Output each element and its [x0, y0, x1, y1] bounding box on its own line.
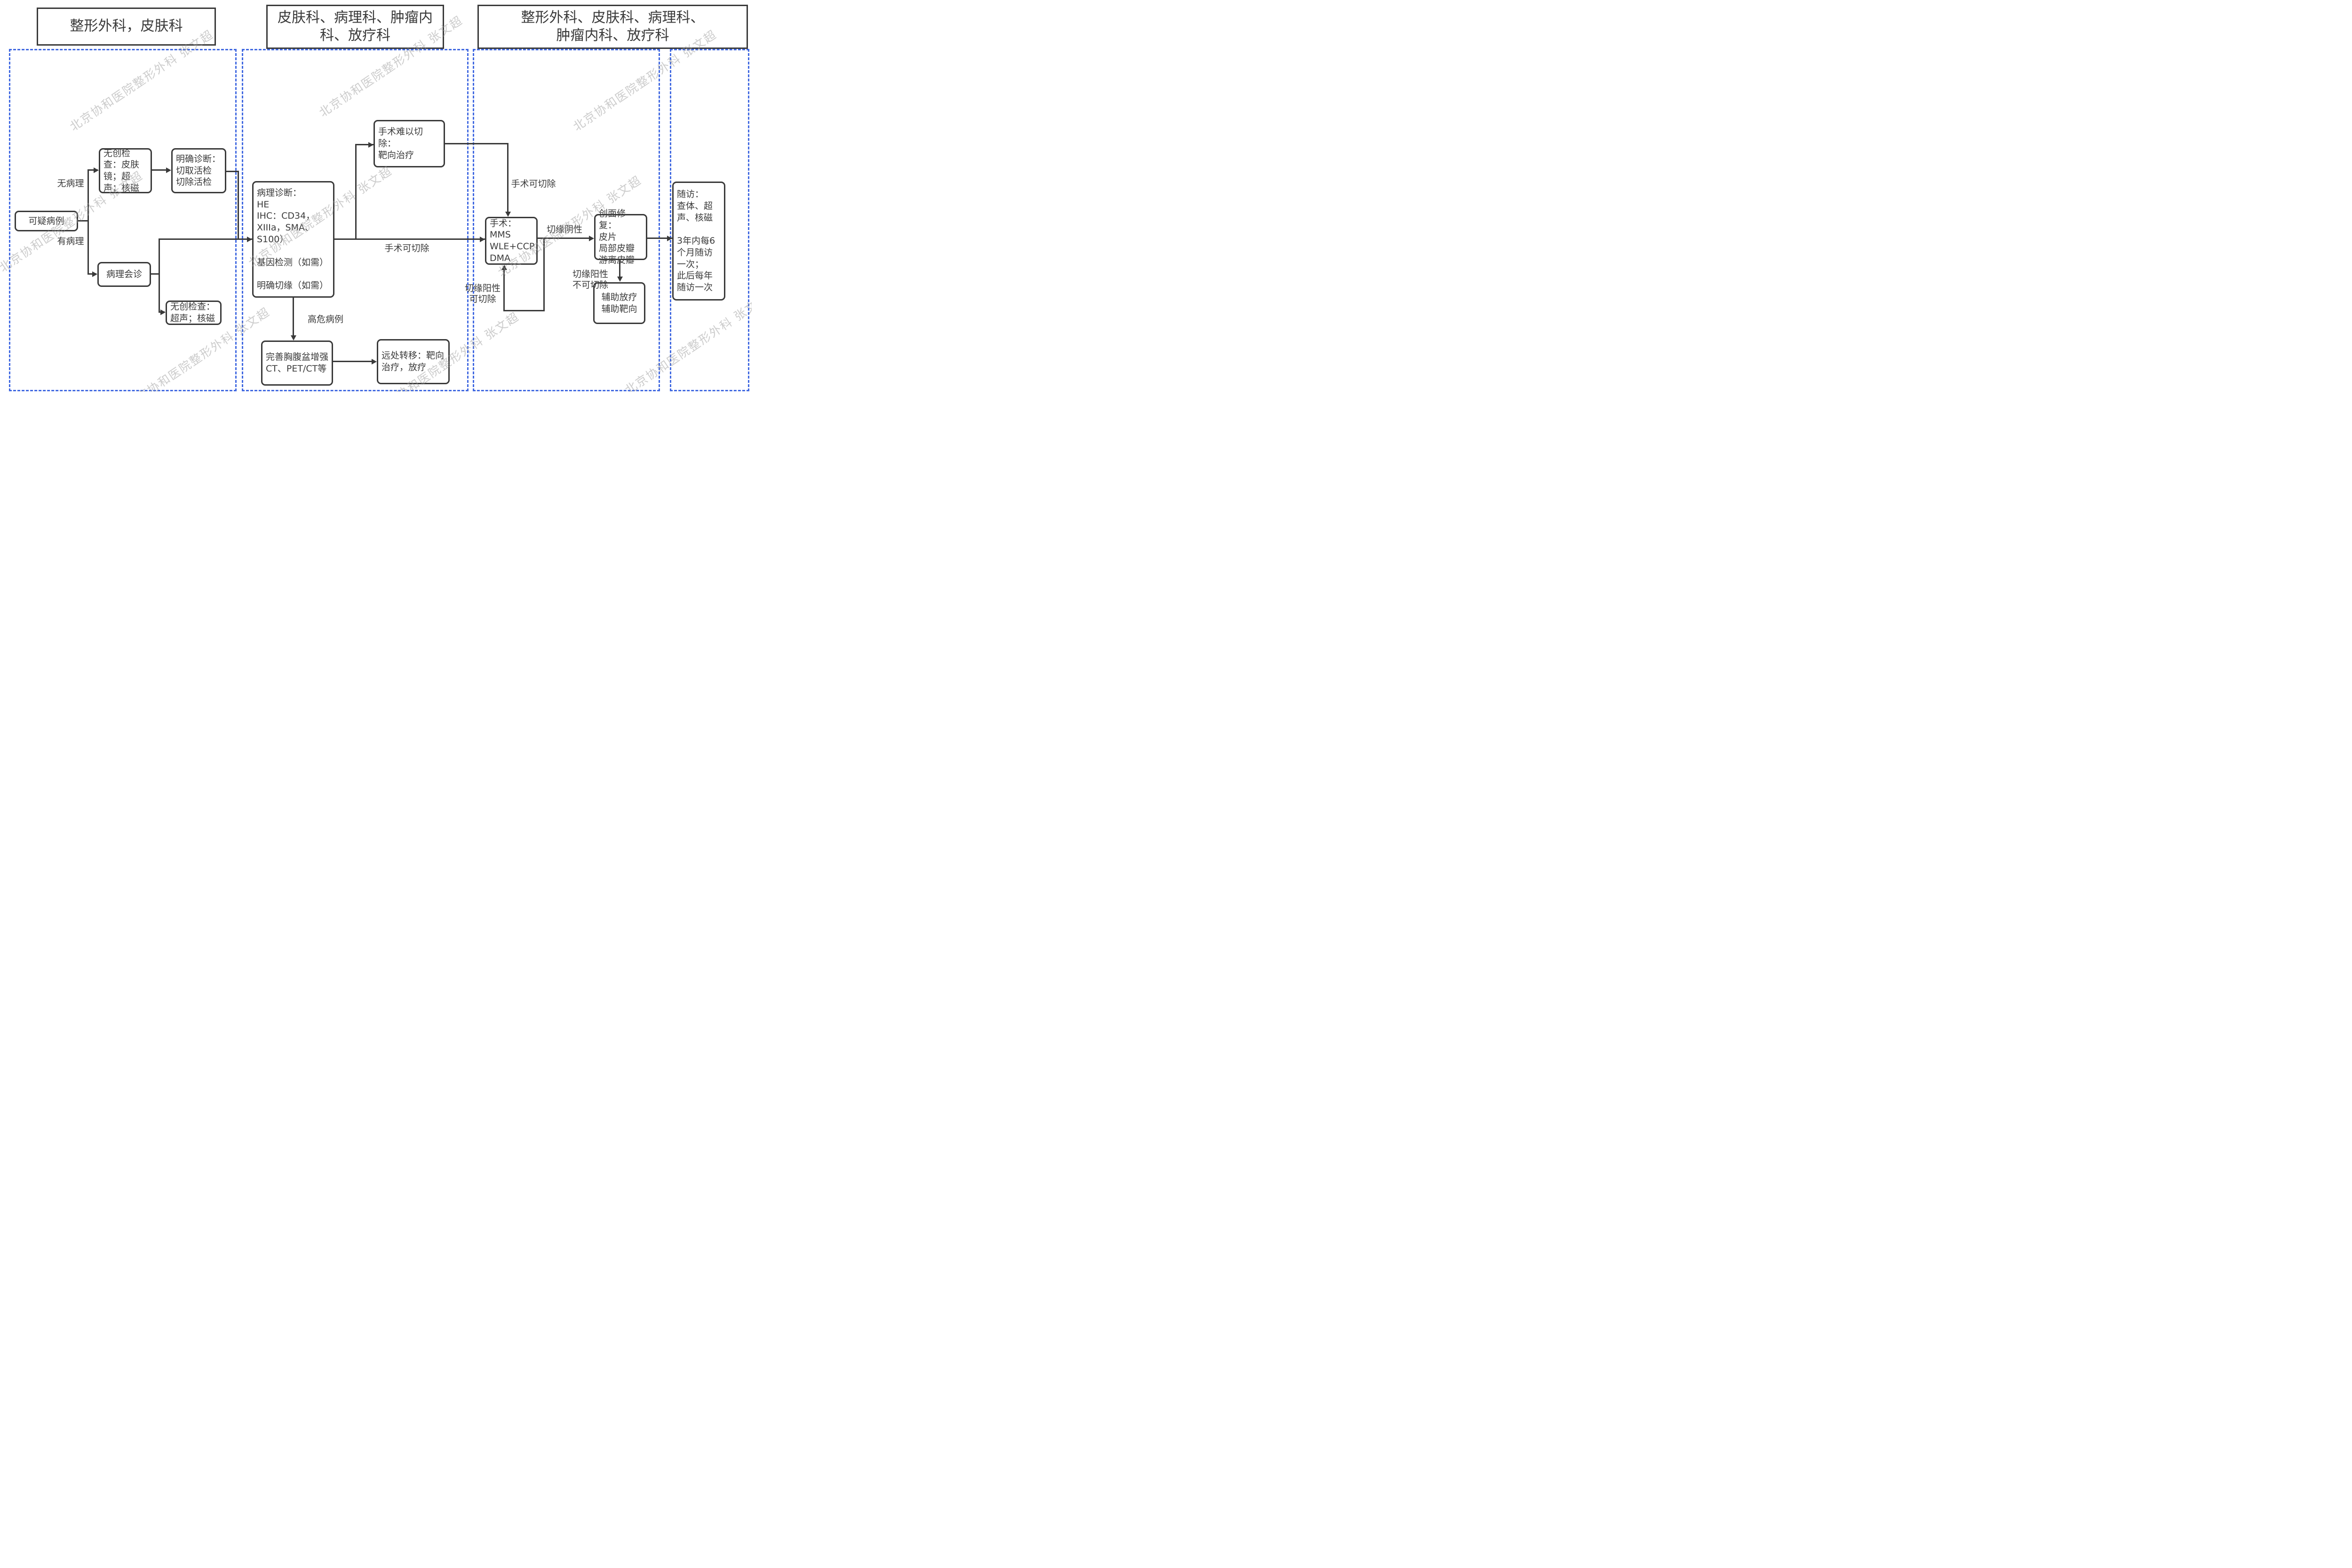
edge-pathconsult-riser-v [159, 238, 160, 313]
edge-branch-vertical-line [87, 170, 89, 275]
edge-repair-followup-line [647, 238, 672, 239]
lane-1-container [9, 49, 237, 391]
edge-pathconsult-out-h [151, 273, 160, 275]
node-pathology-diagnosis: 病理诊断： HE IHC：CD34， XIIIa，SMA、 S100） 基因检测… [252, 181, 334, 298]
edge-label-resectable-horizontal: 手术可切除 [384, 243, 429, 253]
node-noninvasive-exam-2: 无创检查：超声；核磁 [166, 301, 222, 325]
arrowhead-to-mets [372, 359, 377, 364]
edge-label-high-risk: 高危病例 [307, 314, 343, 325]
edge-diagnose-elbow-h [226, 171, 239, 172]
node-wound-repair: 创面修复： 皮片 局部皮瓣 游离皮瓣 [594, 208, 647, 265]
lane-2-title: 皮肤科、病理科、肿瘤内 科、放疗科 [266, 5, 444, 49]
edge-unresectable-down-v [507, 143, 509, 213]
edge-label-margin-negative: 切缘阴性 [546, 224, 582, 235]
arrowhead-to-pathdx [247, 237, 252, 242]
lane-3-container [473, 49, 660, 391]
arrowhead-to-noninvasive2 [160, 309, 166, 315]
edge-suspected-branch-line [78, 220, 87, 222]
flowchart-page: 整形外科，皮肤科 皮肤科、病理科、肿瘤内 科、放疗科 整形外科、皮肤科、病理科、… [0, 0, 752, 392]
arrowhead-to-surgery-left [480, 237, 485, 242]
edge-riser-to-unresectable-v [355, 144, 357, 239]
arrowhead-to-noninvasive1 [94, 167, 99, 173]
edge-ct-mets-line [333, 361, 373, 362]
arrowhead-to-ct [291, 335, 296, 341]
node-followup: 随访： 查体、超声、核磁 3年内每6个月随访一次； 此后每年随访一次 [672, 182, 725, 301]
arrowhead-to-surgery-bottom [501, 265, 507, 270]
edge-label-has-pathology: 有病理 [57, 236, 84, 246]
edge-to-noninvasive1-line [87, 169, 98, 171]
edge-surgery-repair-line [538, 238, 590, 239]
arrowhead-to-diagnose [166, 167, 171, 173]
arrowhead-to-pathconsult [92, 271, 97, 277]
arrowhead-to-repair [589, 236, 594, 241]
edge-riser-to-unresectable-h [355, 144, 373, 145]
edge-feedback-up-v [503, 270, 505, 311]
arrowhead-to-followup [667, 236, 672, 241]
edge-label-margin-positive-unresectable: 切缘阳性 不可切除 [572, 269, 608, 291]
edge-diagnose-elbow-v [238, 171, 239, 240]
lane-2-container [242, 49, 469, 391]
edge-unresectable-out-h [445, 143, 509, 144]
edge-label-no-pathology: 无病理 [57, 178, 84, 189]
edge-repair-adjuvant-v [619, 260, 620, 278]
arrowhead-to-unresectable [368, 142, 373, 148]
edge-merge-to-pathdx-line [159, 238, 252, 240]
node-suspected-case: 可疑病例 [15, 211, 78, 231]
node-confirm-diagnosis: 明确诊断： 切取活检 切除活检 [171, 148, 226, 193]
arrowhead-to-adjuvant [617, 277, 623, 282]
node-adjuvant-therapy: 辅助放疗 辅助靶向 [593, 282, 645, 324]
arrowhead-to-surgery-top [505, 212, 511, 217]
lane-1-title: 整形外科，皮肤科 [37, 8, 216, 46]
edge-pathdx-ct-v [293, 298, 294, 337]
node-noninvasive-exam-1: 无创检查：皮肤镜；超声；核磁 [99, 148, 152, 193]
edge-label-resectable-vertical: 手术可切除 [511, 179, 556, 189]
node-unresectable-targeted: 手术难以切除： 靶向治疗 [373, 120, 445, 167]
edge-feedback-bottom-h [503, 310, 545, 311]
node-surgery: 手术： MMS WLE+CCP DMA [485, 217, 538, 265]
lane-4-container [670, 49, 749, 391]
edge-label-margin-positive-resectable: 切缘阳性 可切除 [464, 283, 501, 305]
edge-noninvasive1-diagnose-line [152, 169, 167, 171]
edge-pathdx-surgery-line [334, 238, 485, 240]
edge-to-pathconsult-line [87, 273, 96, 275]
node-pathology-consult: 病理会诊 [97, 262, 151, 287]
node-ct-petct-workup: 完善胸腹盆增强 CT、PET/CT等 [261, 341, 333, 386]
lane-3-title: 整形外科、皮肤科、病理科、 肿瘤内科、放疗科 [477, 5, 748, 49]
edge-feedback-down-v [543, 238, 545, 311]
node-distant-metastasis: 远处转移：靶向 治疗，放疗 [377, 339, 450, 384]
